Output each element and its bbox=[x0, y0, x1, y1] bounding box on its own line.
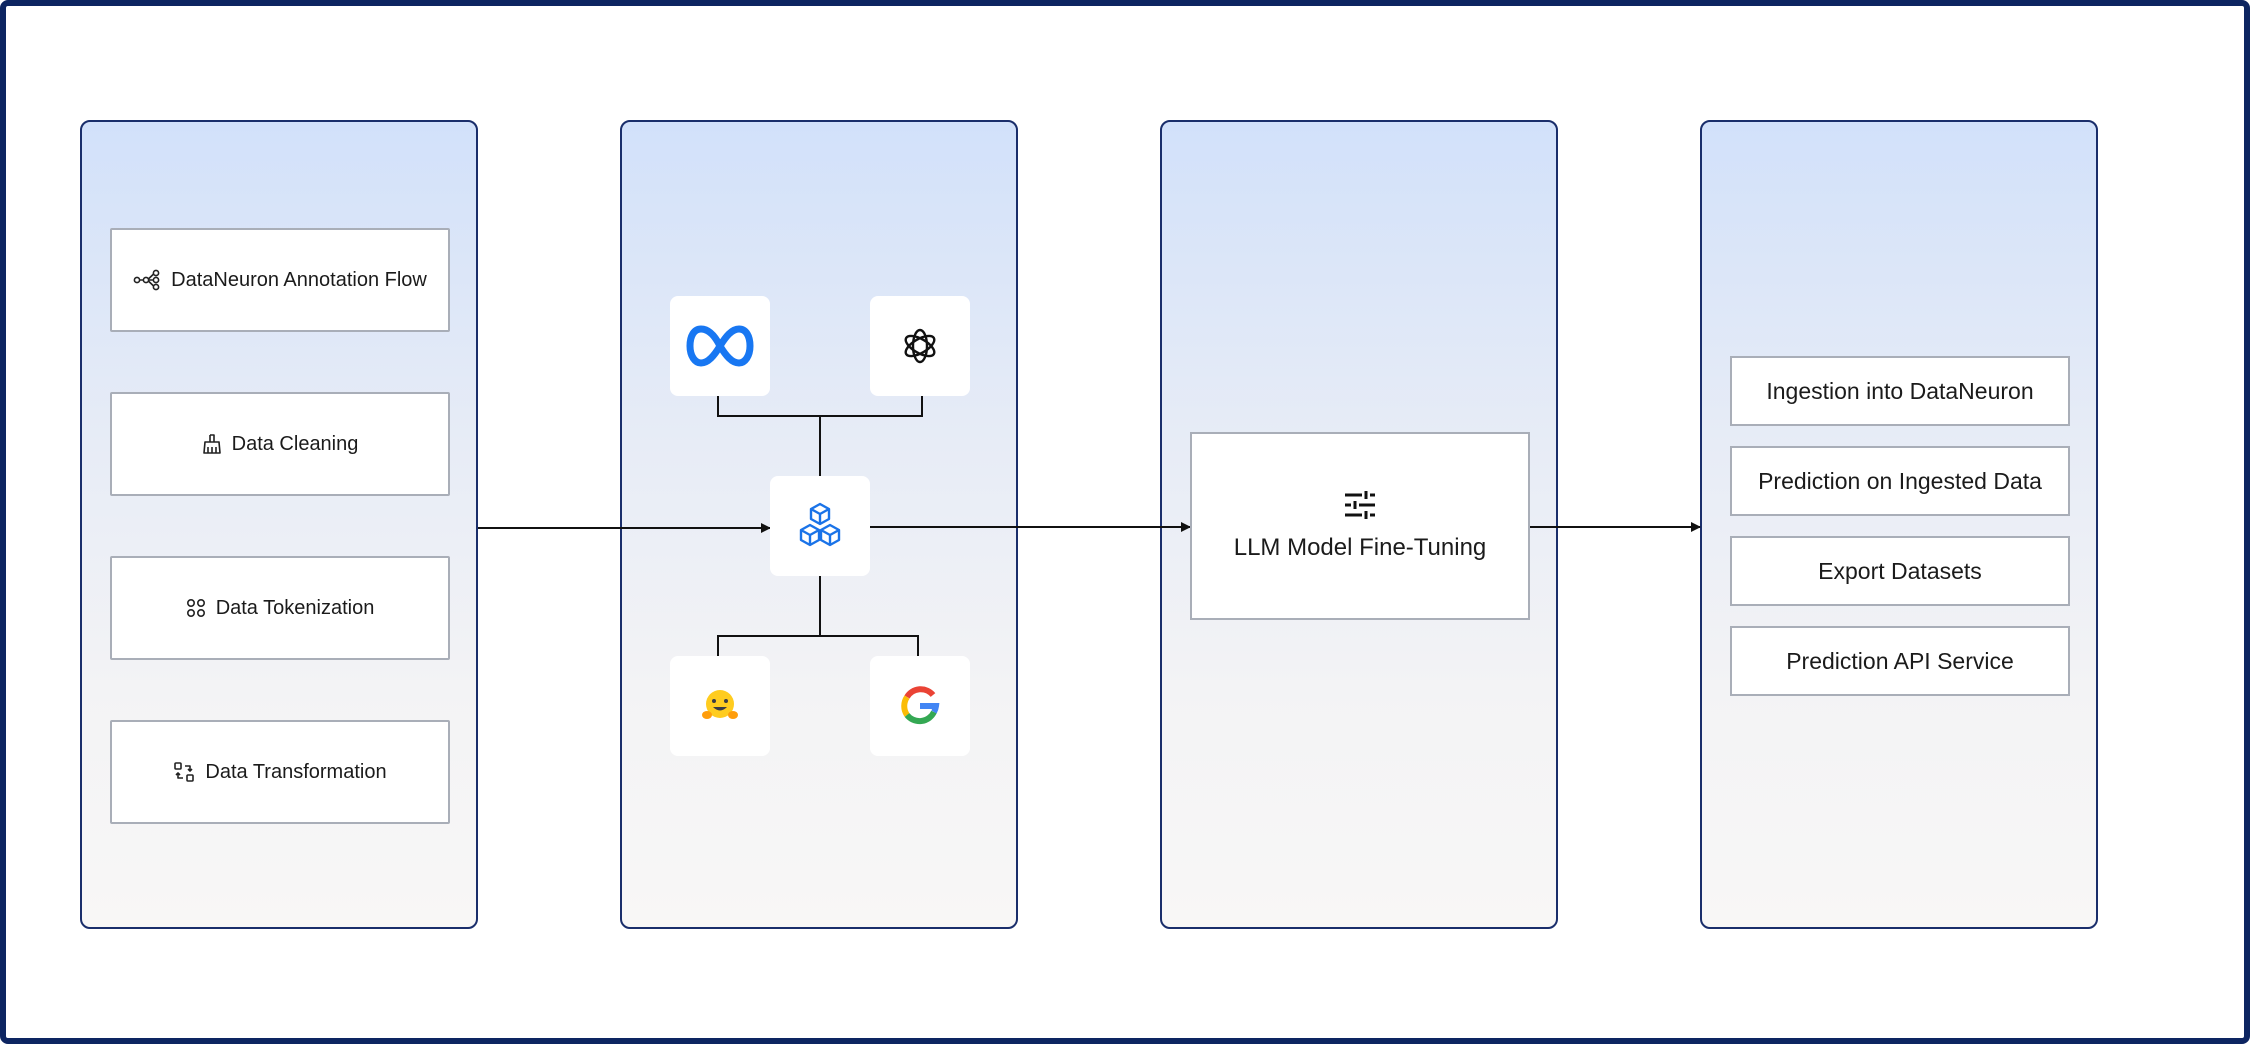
step-annotation-flow[interactable]: DataNeuron Annotation Flow bbox=[110, 228, 450, 332]
output-label: Ingestion into DataNeuron bbox=[1766, 377, 2034, 404]
step-label: Data Tokenization bbox=[215, 596, 375, 619]
provider-meta[interactable] bbox=[670, 296, 770, 396]
provider-openai[interactable] bbox=[870, 296, 970, 396]
openai-logo-icon bbox=[904, 328, 936, 364]
output-label: Export Datasets bbox=[1818, 557, 1982, 584]
model-hub[interactable] bbox=[770, 476, 870, 576]
outputs-panel bbox=[1700, 120, 2098, 929]
sliders-icon bbox=[1345, 491, 1375, 519]
google-logo-icon bbox=[901, 686, 940, 725]
step-data-transformation[interactable]: Data Transformation bbox=[110, 720, 450, 824]
hugging-face-logo-icon bbox=[702, 690, 738, 719]
workflow-nodes-icon bbox=[133, 269, 160, 291]
fine-tuning-label: LLM Model Fine-Tuning bbox=[1233, 534, 1487, 561]
output-prediction-ingested[interactable]: Prediction on Ingested Data bbox=[1730, 446, 2070, 516]
fine-tuning-box[interactable]: LLM Model Fine-Tuning bbox=[1190, 432, 1530, 620]
step-label: DataNeuron Annotation Flow bbox=[171, 268, 427, 291]
broom-icon bbox=[202, 434, 221, 454]
provider-google[interactable] bbox=[870, 656, 970, 756]
step-data-cleaning[interactable]: Data Cleaning bbox=[110, 392, 450, 496]
step-label: Data Cleaning bbox=[231, 432, 359, 455]
step-data-tokenization[interactable]: Data Tokenization bbox=[110, 556, 450, 660]
output-label: Prediction API Service bbox=[1786, 647, 2014, 674]
provider-hugging-face[interactable] bbox=[670, 656, 770, 756]
output-label: Prediction on Ingested Data bbox=[1758, 467, 2042, 494]
transform-icon bbox=[174, 762, 195, 782]
output-ingestion[interactable]: Ingestion into DataNeuron bbox=[1730, 356, 2070, 426]
output-export-datasets[interactable]: Export Datasets bbox=[1730, 536, 2070, 606]
meta-logo-icon bbox=[686, 325, 754, 367]
step-label: Data Transformation bbox=[205, 760, 387, 783]
cubes-stack-icon bbox=[799, 502, 841, 547]
tokens-icon bbox=[186, 598, 205, 618]
output-prediction-api[interactable]: Prediction API Service bbox=[1730, 626, 2070, 696]
